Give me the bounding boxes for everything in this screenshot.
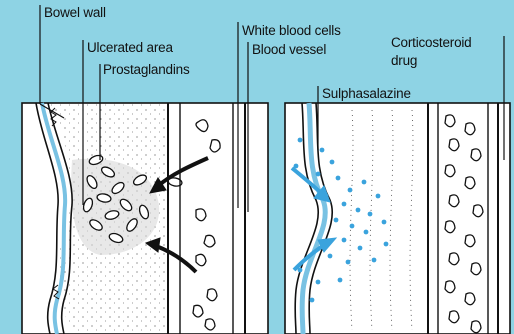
label-ulcerated-area: Ulcerated area — [87, 40, 173, 55]
label-white-blood-cells: White blood cells — [242, 23, 341, 38]
right-panel-frame — [285, 103, 510, 334]
label-prostaglandins: Prostaglandins — [103, 62, 190, 77]
label-corticosteroid: Corticosteroid — [391, 35, 471, 50]
label-bowel-wall: Bowel wall — [44, 5, 106, 20]
left-panel — [22, 103, 268, 334]
label-drug: drug — [391, 53, 417, 68]
label-sulphasalazine: Sulphasalazine — [322, 86, 411, 101]
label-blood-vessel: Blood vessel — [252, 42, 326, 57]
right-panel — [285, 103, 510, 334]
